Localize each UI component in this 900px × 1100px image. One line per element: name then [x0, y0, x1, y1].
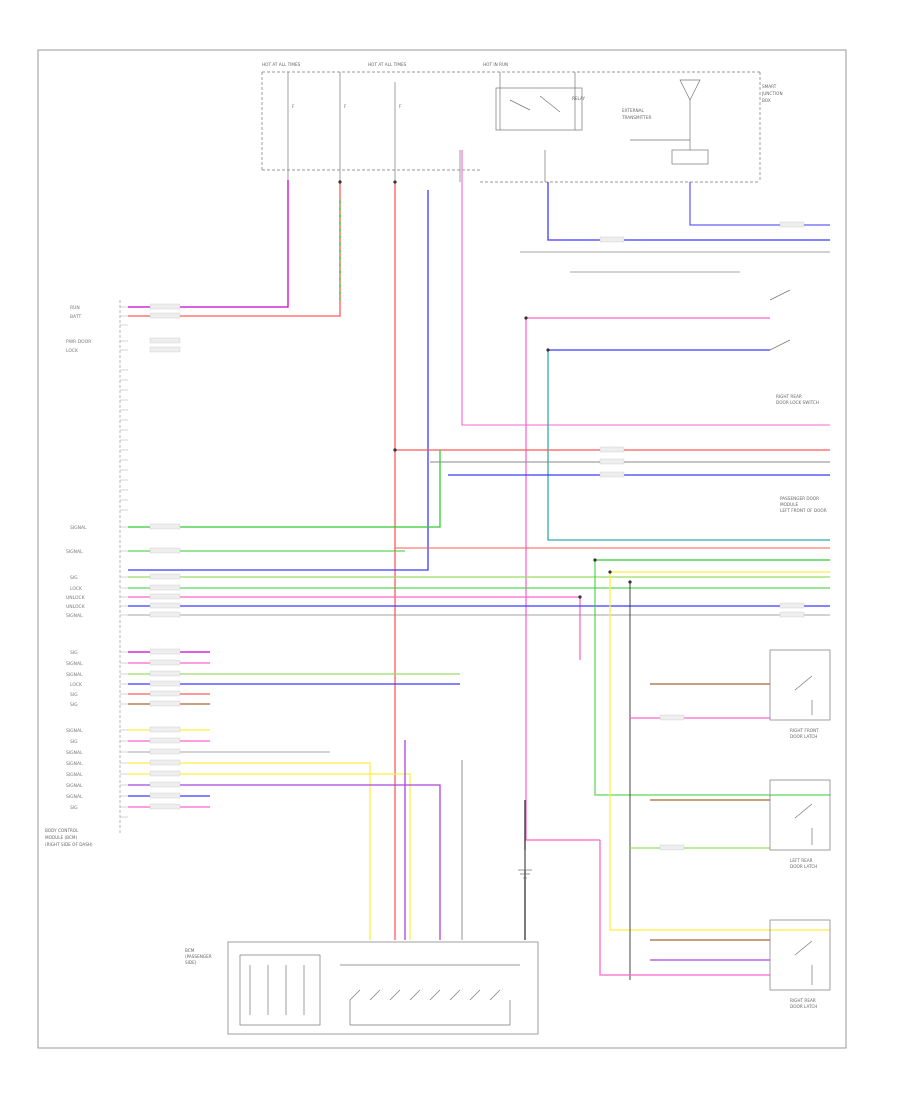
splice-points: [338, 180, 632, 599]
svg-text:F: F: [344, 104, 347, 109]
svg-text:RIGHT FRONT: RIGHT FRONT: [790, 728, 819, 733]
svg-text:DOOR LATCH: DOOR LATCH: [790, 734, 817, 739]
svg-text:SIGNAL: SIGNAL: [66, 794, 83, 800]
svg-text:SIG: SIG: [70, 805, 78, 811]
top-fuse-block: [261, 71, 761, 183]
right-labels: RIGHT REAR DOOR LOCK SWITCH PASSENGER DO…: [185, 394, 827, 1009]
svg-text:RUN: RUN: [70, 305, 80, 311]
svg-text:BCM: BCM: [185, 948, 195, 953]
door-switch-boxes: [769, 289, 831, 991]
svg-text:MODULE (BCM): MODULE (BCM): [45, 835, 77, 840]
svg-text:SIGNAL: SIGNAL: [66, 549, 83, 555]
svg-text:SIGNAL: SIGNAL: [66, 728, 83, 734]
svg-text:SIG: SIG: [70, 575, 78, 581]
svg-text:HOT AT ALL TIMES: HOT AT ALL TIMES: [262, 62, 301, 67]
svg-text:HOT IN RUN: HOT IN RUN: [483, 62, 508, 67]
svg-text:RELAY: RELAY: [572, 96, 586, 101]
svg-text:RIGHT REAR: RIGHT REAR: [776, 394, 802, 399]
svg-text:SIGNAL: SIGNAL: [70, 525, 87, 531]
svg-text:SIG: SIG: [70, 692, 78, 698]
svg-text:SIG: SIG: [70, 739, 78, 745]
svg-text:RIGHT REAR: RIGHT REAR: [790, 998, 816, 1003]
svg-text:SIGNAL: SIGNAL: [66, 772, 83, 778]
svg-text:SIG: SIG: [70, 650, 78, 656]
svg-text:(PASSENGER: (PASSENGER: [185, 954, 212, 959]
wire-tags: [149, 221, 805, 851]
svg-text:DOOR LATCH: DOOR LATCH: [790, 1004, 817, 1009]
body-control-module: BODY CONTROL MODULE (BCM) (RIGHT SIDE OF…: [45, 300, 128, 847]
svg-text:F: F: [292, 104, 295, 109]
left-pin-labels: RUN BATT PWR DOOR LOCK SIGNAL SIGNAL SIG…: [66, 305, 91, 811]
svg-text:LEFT REAR: LEFT REAR: [790, 858, 813, 863]
svg-text:SIGNAL: SIGNAL: [66, 761, 83, 767]
svg-text:DOOR LOCK SWITCH: DOOR LOCK SWITCH: [776, 400, 819, 405]
svg-text:HOT AT ALL TIMES: HOT AT ALL TIMES: [368, 62, 407, 67]
svg-text:PWR DOOR: PWR DOOR: [66, 339, 91, 345]
svg-text:PASSENGER DOOR: PASSENGER DOOR: [780, 496, 819, 501]
svg-text:LEFT FRONT OF DOOR: LEFT FRONT OF DOOR: [780, 508, 827, 513]
svg-text:SMART: SMART: [762, 84, 777, 89]
diagram-frame: [37, 49, 847, 1049]
top-fuse-text: HOT AT ALL TIMES HOT AT ALL TIMES HOT IN…: [262, 62, 783, 120]
svg-text:SIGNAL: SIGNAL: [66, 613, 83, 619]
wires: [128, 150, 830, 980]
svg-text:F: F: [399, 104, 402, 109]
svg-text:BOX: BOX: [762, 98, 771, 103]
svg-text:JUNCTION: JUNCTION: [761, 91, 783, 96]
svg-text:SIGNAL: SIGNAL: [66, 672, 83, 678]
svg-text:SIGNAL: SIGNAL: [66, 661, 83, 667]
bottom-connector: [227, 850, 539, 1035]
svg-text:BATT: BATT: [70, 314, 81, 320]
svg-text:LOCK: LOCK: [66, 348, 79, 354]
svg-text:SIGNAL: SIGNAL: [66, 783, 83, 789]
svg-text:(RIGHT SIDE OF DASH): (RIGHT SIDE OF DASH): [45, 842, 93, 847]
svg-text:DOOR LATCH: DOOR LATCH: [790, 864, 817, 869]
svg-text:LOCK: LOCK: [70, 586, 83, 592]
svg-text:BODY CONTROL: BODY CONTROL: [45, 828, 79, 833]
svg-text:TRANSMITTER: TRANSMITTER: [621, 115, 651, 120]
svg-text:EXTERNAL: EXTERNAL: [622, 108, 645, 113]
svg-text:LOCK: LOCK: [70, 682, 83, 688]
svg-text:SIGNAL: SIGNAL: [66, 750, 83, 756]
svg-text:MODULE: MODULE: [780, 502, 799, 507]
svg-text:SIDE): SIDE): [185, 960, 197, 965]
svg-text:UNLOCK: UNLOCK: [66, 604, 86, 610]
svg-text:SIG: SIG: [70, 702, 78, 708]
svg-text:UNLOCK: UNLOCK: [66, 595, 86, 601]
